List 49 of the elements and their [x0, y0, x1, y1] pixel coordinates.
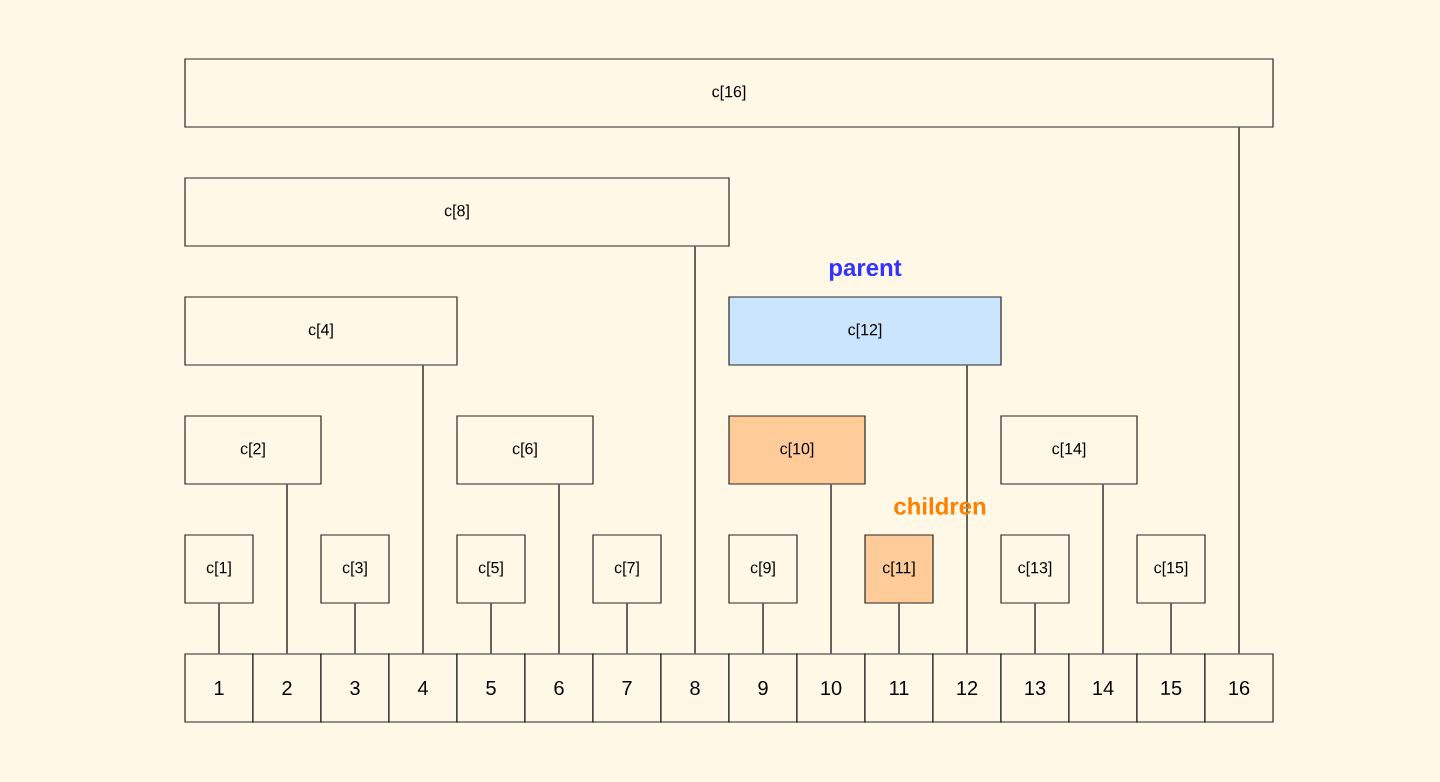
connector-line [286, 484, 288, 654]
tree-node-box: c[9] [728, 534, 798, 604]
tree-node-box: c[14] [1000, 415, 1138, 485]
array-cell: 14 [1068, 653, 1138, 723]
connector-line [218, 603, 220, 654]
tree-node-box: c[8] [184, 177, 730, 247]
tree-node-box: c[12] [728, 296, 1002, 366]
connector-line [762, 603, 764, 654]
tree-node-box: c[13] [1000, 534, 1070, 604]
tree-node-box: c[15] [1136, 534, 1206, 604]
tree-node-box: c[4] [184, 296, 458, 366]
connector-line [1102, 484, 1104, 654]
connector-line [626, 603, 628, 654]
connector-line [898, 603, 900, 654]
tree-node-box: c[5] [456, 534, 526, 604]
array-cell: 3 [320, 653, 390, 723]
tree-node-box: c[3] [320, 534, 390, 604]
array-cell: 10 [796, 653, 866, 723]
array-cell: 15 [1136, 653, 1206, 723]
connector-line [830, 484, 832, 654]
connector-line [966, 365, 968, 654]
connector-line [1170, 603, 1172, 654]
connector-line [422, 365, 424, 654]
tree-node-box: c[2] [184, 415, 322, 485]
tree-node-box: c[6] [456, 415, 594, 485]
tree-node-box: c[11] [864, 534, 934, 604]
array-cell: 16 [1204, 653, 1274, 723]
tree-node-box: c[16] [184, 58, 1274, 128]
array-cell: 6 [524, 653, 594, 723]
connector-line [354, 603, 356, 654]
tree-node-box: c[1] [184, 534, 254, 604]
array-cell: 5 [456, 653, 526, 723]
connector-line [558, 484, 560, 654]
tree-node-box: c[10] [728, 415, 866, 485]
array-cell: 2 [252, 653, 322, 723]
array-cell: 13 [1000, 653, 1070, 723]
tree-node-box: c[7] [592, 534, 662, 604]
array-cell: 7 [592, 653, 662, 723]
array-cell: 4 [388, 653, 458, 723]
array-cell: 12 [932, 653, 1002, 723]
connector-line [1034, 603, 1036, 654]
node-caption: parent [829, 260, 902, 281]
connector-line [1238, 127, 1240, 654]
connector-line [694, 246, 696, 654]
connector-line [490, 603, 492, 654]
array-cell: 11 [864, 653, 934, 723]
array-cell: 1 [184, 653, 254, 723]
array-cell: 9 [728, 653, 798, 723]
array-cell: 8 [660, 653, 730, 723]
